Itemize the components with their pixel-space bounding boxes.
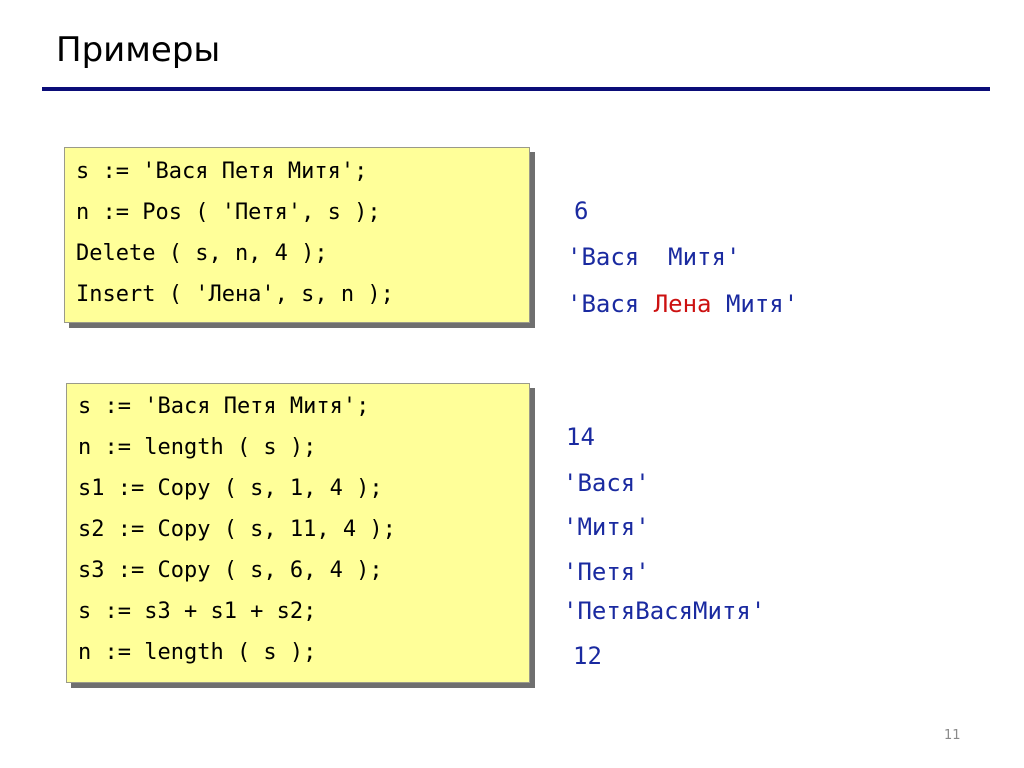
code-line: n := length ( s ); <box>78 640 317 665</box>
code-block-example-1: s := 'Вася Петя Митя'; n := Pos ( 'Петя'… <box>64 147 530 323</box>
code-line: Insert ( 'Лена', s, n ); <box>76 282 394 307</box>
inserted-text-highlight: Лена <box>653 290 712 318</box>
result-value: 'Вася' <box>563 469 650 497</box>
page-number: 11 <box>944 728 961 743</box>
result-value: 'Митя' <box>563 513 650 541</box>
code-line: s := 'Вася Петя Митя'; <box>78 394 370 419</box>
result-value: 'ПетяВасяМитя' <box>563 597 766 625</box>
title-underline <box>42 87 990 91</box>
code-line: n := length ( s ); <box>78 435 317 460</box>
code-line: s3 := Copy ( s, 6, 4 ); <box>78 558 383 583</box>
code-line: s := s3 + s1 + s2; <box>78 599 317 624</box>
result-value: 'Вася Митя' <box>567 243 741 271</box>
result-value: 'Вася Лена Митя' <box>567 290 798 318</box>
code-line: Delete ( s, n, 4 ); <box>76 241 328 266</box>
result-value: 12 <box>573 642 602 670</box>
code-line: n := Pos ( 'Петя', s ); <box>76 200 381 225</box>
result-value: 14 <box>566 423 595 451</box>
code-line: s1 := Copy ( s, 1, 4 ); <box>78 476 383 501</box>
code-line: s2 := Copy ( s, 11, 4 ); <box>78 517 396 542</box>
code-block-example-2: s := 'Вася Петя Митя'; n := length ( s )… <box>66 383 530 683</box>
result-value: 'Петя' <box>563 558 650 586</box>
result-value: 6 <box>574 197 589 225</box>
result-text: Митя' <box>711 290 799 318</box>
result-text: 'Вася <box>567 290 654 318</box>
slide-title: Примеры <box>56 30 221 70</box>
code-line: s := 'Вася Петя Митя'; <box>76 159 368 184</box>
